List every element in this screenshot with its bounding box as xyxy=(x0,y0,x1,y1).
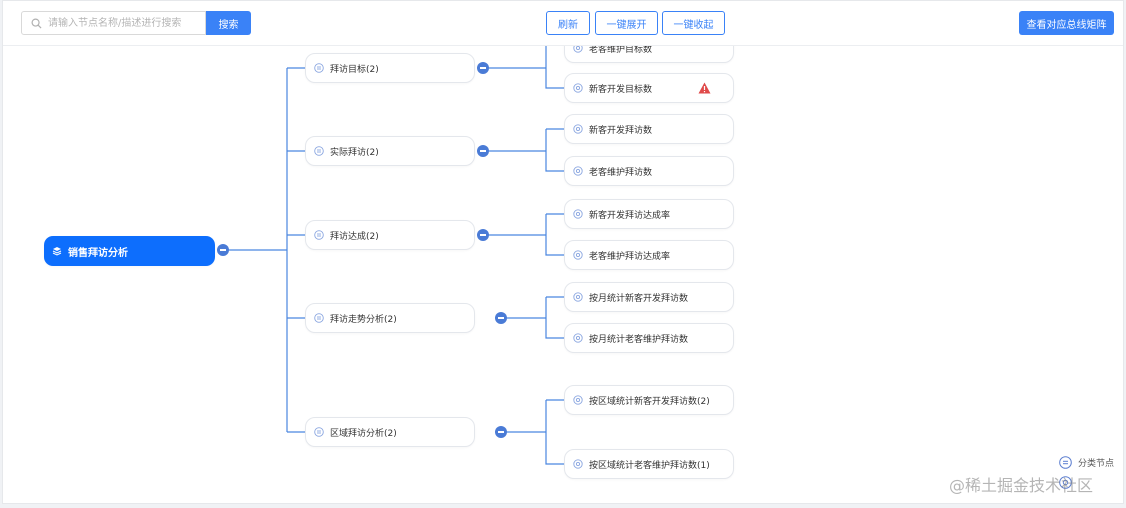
category-label: 实际拜访(2) xyxy=(330,147,379,158)
toolbar: 搜索 刷新 一键展开 一键收起 查看对应总线矩阵 xyxy=(3,1,1123,46)
collapse-toggle-root[interactable] xyxy=(217,244,229,256)
at-icon xyxy=(573,292,583,302)
category-node-visit-target[interactable]: 拜访目标(2) xyxy=(305,53,475,83)
leaf-node-old-customer-achievement[interactable]: 老客维护拜访达成率 xyxy=(564,240,734,270)
search-input[interactable] xyxy=(48,12,203,34)
leaf-node-monthly-old-visits[interactable]: 按月统计老客维护拜访数 xyxy=(564,323,734,353)
category-node-region-visits[interactable]: 区域拜访分析(2) xyxy=(305,417,475,447)
leaf-node-old-customer-visits[interactable]: 老客维护拜访数 xyxy=(564,156,734,186)
at-icon xyxy=(1059,476,1072,489)
leaf-label: 新客开发目标数 xyxy=(589,84,653,95)
expand-all-button[interactable]: 一键展开 xyxy=(595,11,658,35)
at-icon xyxy=(573,395,583,405)
layers-icon xyxy=(52,247,62,256)
at-icon xyxy=(573,83,583,93)
list-icon xyxy=(314,146,324,156)
collapse-toggle-category-5[interactable] xyxy=(495,426,507,438)
leaf-node-region-new-visits[interactable]: 按区域统计新客开发拜访数(2) xyxy=(564,385,734,415)
collapse-all-button[interactable]: 一键收起 xyxy=(662,11,725,35)
mind-map-canvas[interactable]: 销售拜访分析 拜访目标(2) 实际拜访(2) 拜访达成(2) 拜访走势分析(2)… xyxy=(3,46,1123,504)
at-icon xyxy=(573,46,583,53)
category-node-visit-achievement[interactable]: 拜访达成(2) xyxy=(305,220,475,250)
list-icon xyxy=(314,230,324,240)
at-icon xyxy=(573,124,583,134)
category-label: 拜访目标(2) xyxy=(330,64,379,75)
at-icon xyxy=(573,166,583,176)
collapse-toggle-category-3[interactable] xyxy=(477,229,489,241)
category-node-actual-visits[interactable]: 实际拜访(2) xyxy=(305,136,475,166)
leaf-node-new-customer-achievement[interactable]: 新客开发拜访达成率 xyxy=(564,199,734,229)
category-label: 区域拜访分析(2) xyxy=(330,428,397,439)
search-icon xyxy=(31,18,42,29)
leaf-node-monthly-new-visits[interactable]: 按月统计新客开发拜访数 xyxy=(564,282,734,312)
at-icon xyxy=(573,333,583,343)
leaf-node-region-old-visits[interactable]: 按区域统计老客维护拜访数(1) xyxy=(564,449,734,479)
leaf-label: 新客开发拜访达成率 xyxy=(589,210,671,221)
search-button[interactable]: 搜索 xyxy=(206,11,251,35)
leaf-label: 按区域统计老客维护拜访数(1) xyxy=(589,460,710,471)
leaf-label: 按月统计老客维护拜访数 xyxy=(589,334,689,345)
leaf-label: 新客开发拜访数 xyxy=(589,125,653,136)
list-icon xyxy=(314,313,324,323)
search-box xyxy=(21,11,206,35)
root-node[interactable]: 销售拜访分析 xyxy=(44,236,215,266)
leaf-label: 老客维护拜访达成率 xyxy=(589,251,671,262)
collapse-toggle-category-1[interactable] xyxy=(477,62,489,74)
at-icon xyxy=(573,209,583,219)
warning-triangle-icon[interactable] xyxy=(698,82,711,94)
category-label: 拜访达成(2) xyxy=(330,231,379,242)
at-icon xyxy=(573,250,583,260)
collapse-toggle-category-4[interactable] xyxy=(495,312,507,324)
leaf-label: 按区域统计新客开发拜访数(2) xyxy=(589,396,710,407)
watermark: @稀土掘金技术社区 xyxy=(949,476,1094,495)
leaf-label: 老客维护拜访数 xyxy=(589,167,653,178)
collapse-toggle-category-2[interactable] xyxy=(477,145,489,157)
list-icon xyxy=(1059,456,1072,469)
category-node-visit-trend[interactable]: 拜访走势分析(2) xyxy=(305,303,475,333)
legend-category: 分类节点 xyxy=(1059,456,1114,469)
leaf-node-new-customer-visits[interactable]: 新客开发拜访数 xyxy=(564,114,734,144)
category-label: 拜访走势分析(2) xyxy=(330,314,397,325)
list-icon xyxy=(314,63,324,73)
view-bus-matrix-button[interactable]: 查看对应总线矩阵 xyxy=(1019,11,1114,35)
legend-category-label: 分类节点 xyxy=(1078,459,1115,469)
root-node-label: 销售拜访分析 xyxy=(68,247,128,259)
leaf-label: 按月统计新客开发拜访数 xyxy=(589,293,689,304)
at-icon xyxy=(573,459,583,469)
leaf-node-old-customer-target[interactable]: 老客维护目标数 xyxy=(564,46,734,63)
refresh-button[interactable]: 刷新 xyxy=(546,11,590,35)
list-icon xyxy=(314,427,324,437)
leaf-label: 老客维护目标数 xyxy=(589,46,653,55)
tree-connectors xyxy=(229,46,564,465)
